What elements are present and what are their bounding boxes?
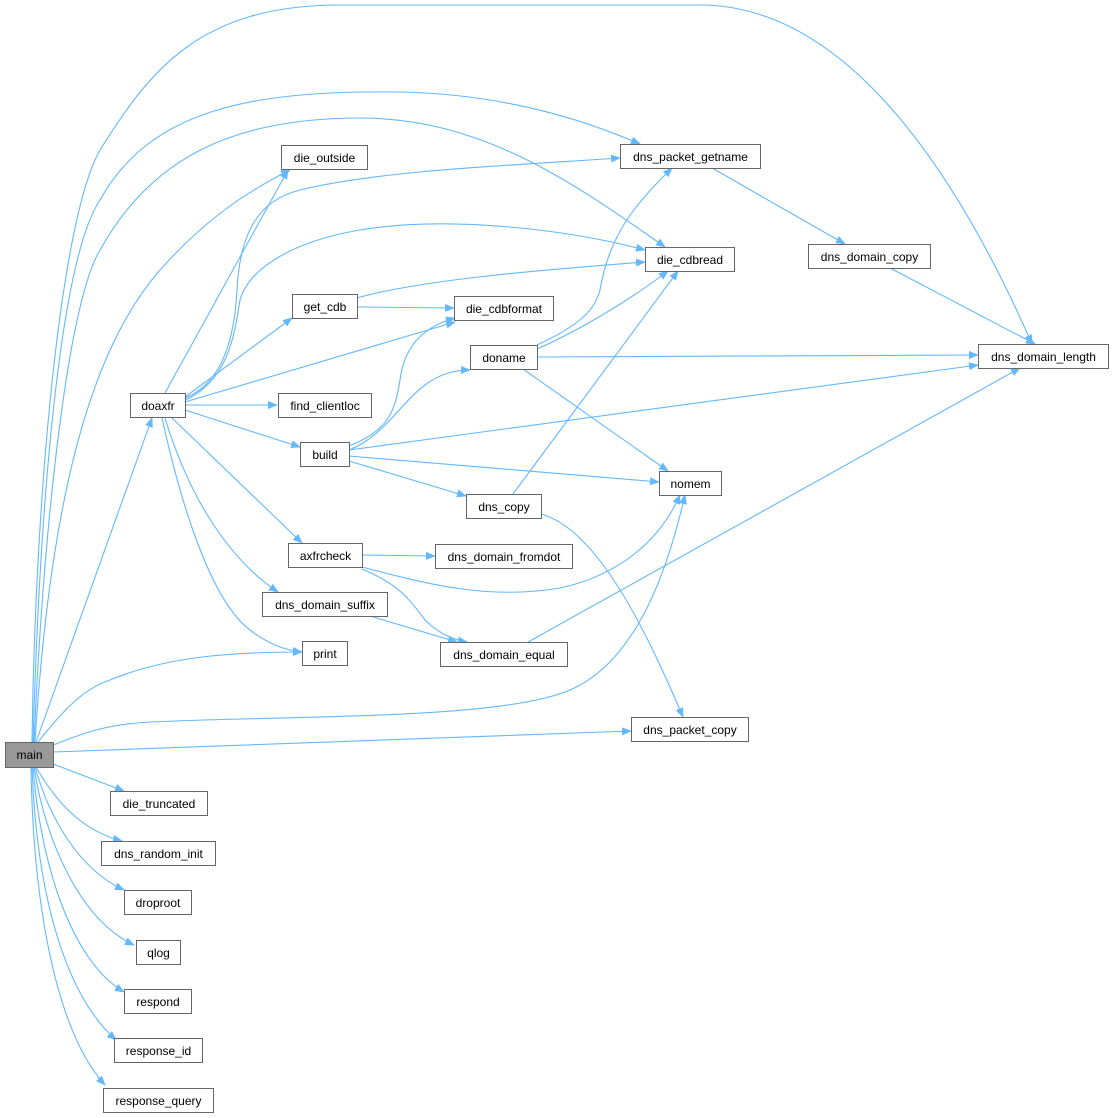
edge-main-die_truncated xyxy=(52,763,125,792)
edge-main-respond xyxy=(32,766,125,993)
edge-doname-dns_domain_length xyxy=(536,351,979,360)
edge-dns_copy-die_cdbread xyxy=(512,270,679,495)
edge-dns_domain_copy-dns_domain_length xyxy=(889,267,1036,345)
edge-main-dns_domain_length xyxy=(31,4,1033,743)
edge-dns_domain_equal-dns_domain_length xyxy=(527,367,1021,643)
edge-build-dns_domain_length xyxy=(348,362,979,451)
edge-axfrcheck-nomem xyxy=(361,494,681,593)
node-print[interactable]: print xyxy=(302,641,348,666)
node-dns_domain_fromdot[interactable]: dns_domain_fromdot xyxy=(435,544,573,569)
edge-doaxfr-dns_packet_getname xyxy=(184,154,621,399)
edge-dns_domain_suffix-dns_domain_equal xyxy=(369,615,458,644)
edge-doaxfr-dns_domain_suffix xyxy=(164,417,279,593)
node-dns_random_init[interactable]: dns_random_init xyxy=(101,841,216,866)
node-build[interactable]: build xyxy=(300,442,350,467)
node-get_cdb[interactable]: get_cdb xyxy=(292,294,358,319)
node-die_cdbread[interactable]: die_cdbread xyxy=(645,247,735,272)
edge-axfrcheck-dns_domain_fromdot xyxy=(361,551,436,560)
edge-doaxfr-get_cdb xyxy=(184,317,293,398)
edge-get_cdb-die_cdbread xyxy=(356,258,646,299)
node-main[interactable]: main xyxy=(5,742,54,768)
edge-build-doname xyxy=(348,366,471,451)
edge-doaxfr-print xyxy=(161,417,303,655)
edge-main-response_query xyxy=(30,766,106,1086)
edge-main-doaxfr xyxy=(35,417,153,743)
node-droproot[interactable]: droproot xyxy=(124,890,192,915)
edge-doaxfr-axfrcheck xyxy=(171,417,303,544)
edge-build-dns_copy xyxy=(348,460,467,498)
edge-main-droproot xyxy=(34,766,125,891)
edge-main-response_id xyxy=(31,766,117,1041)
edge-dns_copy-dns_packet_copy xyxy=(540,513,684,718)
node-dns_domain_length[interactable]: dns_domain_length xyxy=(978,344,1109,369)
node-response_id[interactable]: response_id xyxy=(114,1038,203,1063)
edge-main-die_outside xyxy=(34,169,291,743)
edge-build-nomem xyxy=(348,455,660,486)
node-dns_domain_equal[interactable]: dns_domain_equal xyxy=(440,642,568,667)
edge-doaxfr-die_cdbread xyxy=(184,223,646,401)
edge-main-die_cdbread xyxy=(33,117,666,743)
node-dns_packet_getname[interactable]: dns_packet_getname xyxy=(620,144,761,169)
node-die_outside[interactable]: die_outside xyxy=(281,145,368,170)
node-nomem[interactable]: nomem xyxy=(659,471,722,496)
node-response_query[interactable]: response_query xyxy=(103,1088,214,1113)
node-respond[interactable]: respond xyxy=(124,989,192,1014)
edge-doname-die_cdbread xyxy=(536,270,669,350)
edge-doaxfr-build xyxy=(184,409,301,449)
edge-main-dns_packet_getname xyxy=(32,91,641,743)
edge-build-die_cdbformat xyxy=(348,316,456,447)
edge-get_cdb-die_cdbformat xyxy=(356,303,455,312)
node-find_clientloc[interactable]: find_clientloc xyxy=(278,393,372,418)
edge-doname-nomem xyxy=(522,368,669,472)
edge-doaxfr-die_cdbformat xyxy=(184,320,456,403)
node-axfrcheck[interactable]: axfrcheck xyxy=(288,543,363,568)
node-doname[interactable]: doname xyxy=(470,345,538,370)
edge-main-dns_random_init xyxy=(35,766,123,843)
edge-main-print xyxy=(37,648,303,743)
edge-main-nomem xyxy=(52,494,687,746)
edge-main-dns_packet_copy xyxy=(52,727,632,753)
edge-doaxfr-die_outside xyxy=(164,169,289,394)
node-dns_copy[interactable]: dns_copy xyxy=(466,494,542,519)
node-die_cdbformat[interactable]: die_cdbformat xyxy=(454,296,554,321)
node-die_truncated[interactable]: die_truncated xyxy=(110,791,208,816)
edge-doname-dns_packet_getname xyxy=(536,167,673,346)
node-dns_packet_copy[interactable]: dns_packet_copy xyxy=(631,717,749,742)
edge-main-qlog xyxy=(33,766,135,946)
edge-dns_packet_getname-dns_domain_copy xyxy=(711,167,846,245)
node-dns_domain_copy[interactable]: dns_domain_copy xyxy=(808,244,931,269)
node-dns_domain_suffix[interactable]: dns_domain_suffix xyxy=(262,592,388,617)
node-qlog[interactable]: qlog xyxy=(136,940,181,965)
node-doaxfr[interactable]: doaxfr xyxy=(130,393,186,418)
